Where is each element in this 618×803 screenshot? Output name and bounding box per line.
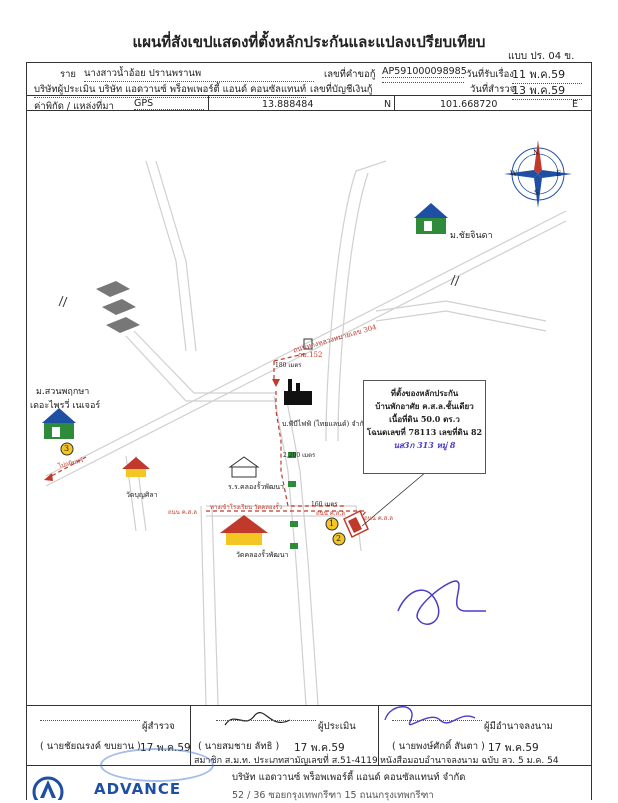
building-cluster-icon (96, 281, 140, 333)
form-code: แบบ ปร. 04 ข. (508, 51, 575, 62)
account-label: เลขที่บัญชีเงินกู้ (310, 84, 373, 95)
distance-180: 180 เมตร (275, 362, 302, 369)
temple-center-icon (220, 515, 268, 545)
infobox-line-4: โฉนดเลขที่ 78113 เลขที่ดิน 82 (366, 427, 483, 437)
appraiser-name: ( นายสมชาย ลัทธิ ) (198, 741, 280, 752)
school-icon (228, 456, 260, 478)
surveyor-sign-line (40, 720, 140, 721)
infobox-line-3: เนื้อที่ดิน 50.0 ตร.ว (389, 414, 460, 424)
signature-divider-1 (190, 705, 191, 765)
authorized-sign-line (392, 720, 482, 721)
authorized-name: ( นายพงษ์ศักดิ์ สันตา ) (392, 741, 485, 752)
authorized-date: 17 พ.ค.59 (488, 742, 539, 754)
temple-center-label: วัดคลองรั้วพัฒนา (236, 551, 289, 559)
factory-icon (284, 379, 312, 405)
compass-s: S (534, 189, 539, 197)
map-area (42, 140, 572, 705)
road-local-label-2: ถนน ค.ส.ล (316, 510, 345, 517)
surveyor-name: ( นายชัยณรงค์ ขบยาน ) (40, 741, 141, 752)
map-signature (397, 580, 486, 625)
infobox-line-5: นส3ก 313 หมู่ 8 (393, 440, 456, 450)
company-stamp (100, 748, 214, 782)
village-right-icon (414, 203, 448, 234)
appraiser-sign-line (216, 720, 316, 721)
infobox-pointer (361, 471, 427, 527)
road-local-label-1: ถนน ค.ส.ล (168, 509, 197, 516)
compass-n: N (533, 149, 540, 157)
doc-number: AP591000098985 (382, 66, 467, 78)
village-left-label-1: ม.สวนพฤกษา (36, 387, 90, 397)
doc-label: เลขที่คำขอกู้ (324, 69, 376, 80)
km-marker-label: กม.152 (298, 351, 323, 359)
authorized-letter: หนังสือมอบอำนาจลงนาม ฉบับ ลว. 5 ม.ค. 54 (380, 756, 559, 766)
marker-1-icon (325, 517, 339, 531)
marker-2-label: 2 (336, 534, 342, 543)
company-logo-text: ADVANCE (94, 780, 182, 798)
main-highway (45, 210, 567, 477)
distance-160: 160 เมตร (311, 501, 338, 508)
road-network (45, 160, 567, 705)
signature-top-divider (26, 705, 592, 706)
compass-icon (504, 140, 572, 208)
marker-3-label: 3 (64, 444, 70, 453)
village-right-label: ม.ชัยจินดา (450, 231, 493, 241)
marker-1-label: 1 (329, 519, 335, 528)
owner-name: นางสาวน้ำอ้อย ปรานพรานพ (84, 66, 314, 82)
subject-property-icon (343, 509, 369, 539)
appraiser-signature (224, 712, 291, 726)
compass-e: E (556, 170, 562, 178)
header-divider (26, 95, 592, 96)
compass-w: W (510, 170, 518, 178)
page-title: แผนที่สังเขปแสดงที่ตั้งหลักประกันและแปลง… (132, 33, 486, 51)
date-survey: 13 พ.ค.59 (512, 81, 582, 100)
footer-company: บริษัท แอดวานซ์ พร็อพเพอร์ตี้ แอนด์ คอนซ… (232, 772, 466, 783)
road-local-label-3: ถนน ค.ส.ล (364, 515, 393, 522)
marker-3-icon (60, 442, 74, 456)
infobox-line-1: ที่ตั้งของหลักประกัน (390, 388, 459, 398)
coord-divider-2 (394, 95, 395, 110)
coord-label: ค่าพิกัด / แหล่งที่มา (34, 101, 114, 112)
village-left-label-2: เดอะไพรวี่ เนเจอร์ (30, 401, 101, 411)
authorized-signature (384, 706, 476, 726)
school-gate-label: ทางเข้าโรงเรียน วัดคลองรั้ว (210, 504, 283, 511)
hatch-marks (58, 274, 460, 308)
longitude: 101.668720 (440, 99, 498, 110)
km-marker-icon (303, 338, 313, 350)
latitude-unit: N (384, 99, 392, 110)
footer-divider (26, 765, 592, 766)
authorized-role: ผู้มีอำนาจลงนาม (484, 721, 553, 732)
school-label: ร.ร.คลองรั้วพัฒนา (228, 483, 284, 491)
company-line: บริษัทผู้ประเมิน บริษัท แอดวานซ์ พร็อพเพ… (34, 82, 306, 98)
footer-address: 52 / 36 ซอยกรุงเทพกรีฑา 15 ถนนกรุงเทพกรี… (232, 790, 434, 801)
map-top-divider (26, 110, 592, 111)
distance-2200: 2,200 เมตร (283, 452, 316, 459)
appraiser-member: สมาชิก ส.ม.ท. ประเภทสามัญเลขที่ ส.51-411… (194, 756, 378, 766)
longitude-unit: E (572, 99, 579, 110)
date-survey-label: วันที่สำรวจ (470, 84, 516, 95)
temple-left-icon (122, 457, 150, 477)
marker-2-icon (332, 532, 346, 546)
owner-label: ราย (60, 69, 77, 80)
temple-left-label: วัดบุญศิลา (126, 491, 158, 499)
appraiser-role: ผู้ประเมิน (318, 721, 356, 732)
account-number (382, 82, 464, 83)
collateral-infobox: ที่ตั้งของหลักประกัน บ้านพักอาศัย ค.ส.ล.… (363, 380, 486, 474)
village-left-icon (42, 408, 76, 439)
document-frame (26, 62, 592, 800)
route-arrows (44, 379, 280, 481)
appraiser-date: 17 พ.ค.59 (294, 742, 345, 754)
coord-divider-1 (208, 95, 209, 110)
date-received: 11 พ.ค.59 (512, 65, 582, 84)
small-house-icons (288, 452, 298, 549)
coord-source: GPS (134, 98, 204, 110)
factory-label: บ.พีบีไฟฟ้ (ไทยแลนด์) จำกัด (282, 420, 369, 428)
infobox-line-2: บ้านพักอาศัย ค.ส.ล.ชั้นเดียว (375, 401, 474, 411)
signature-divider-2 (378, 705, 379, 765)
date-received-label: วันที่รับเรื่อง (466, 69, 514, 80)
company-logo-icon (32, 776, 64, 800)
latitude: 13.888484 (262, 99, 314, 110)
surveyor-role: ผู้สำรวจ (142, 721, 175, 732)
